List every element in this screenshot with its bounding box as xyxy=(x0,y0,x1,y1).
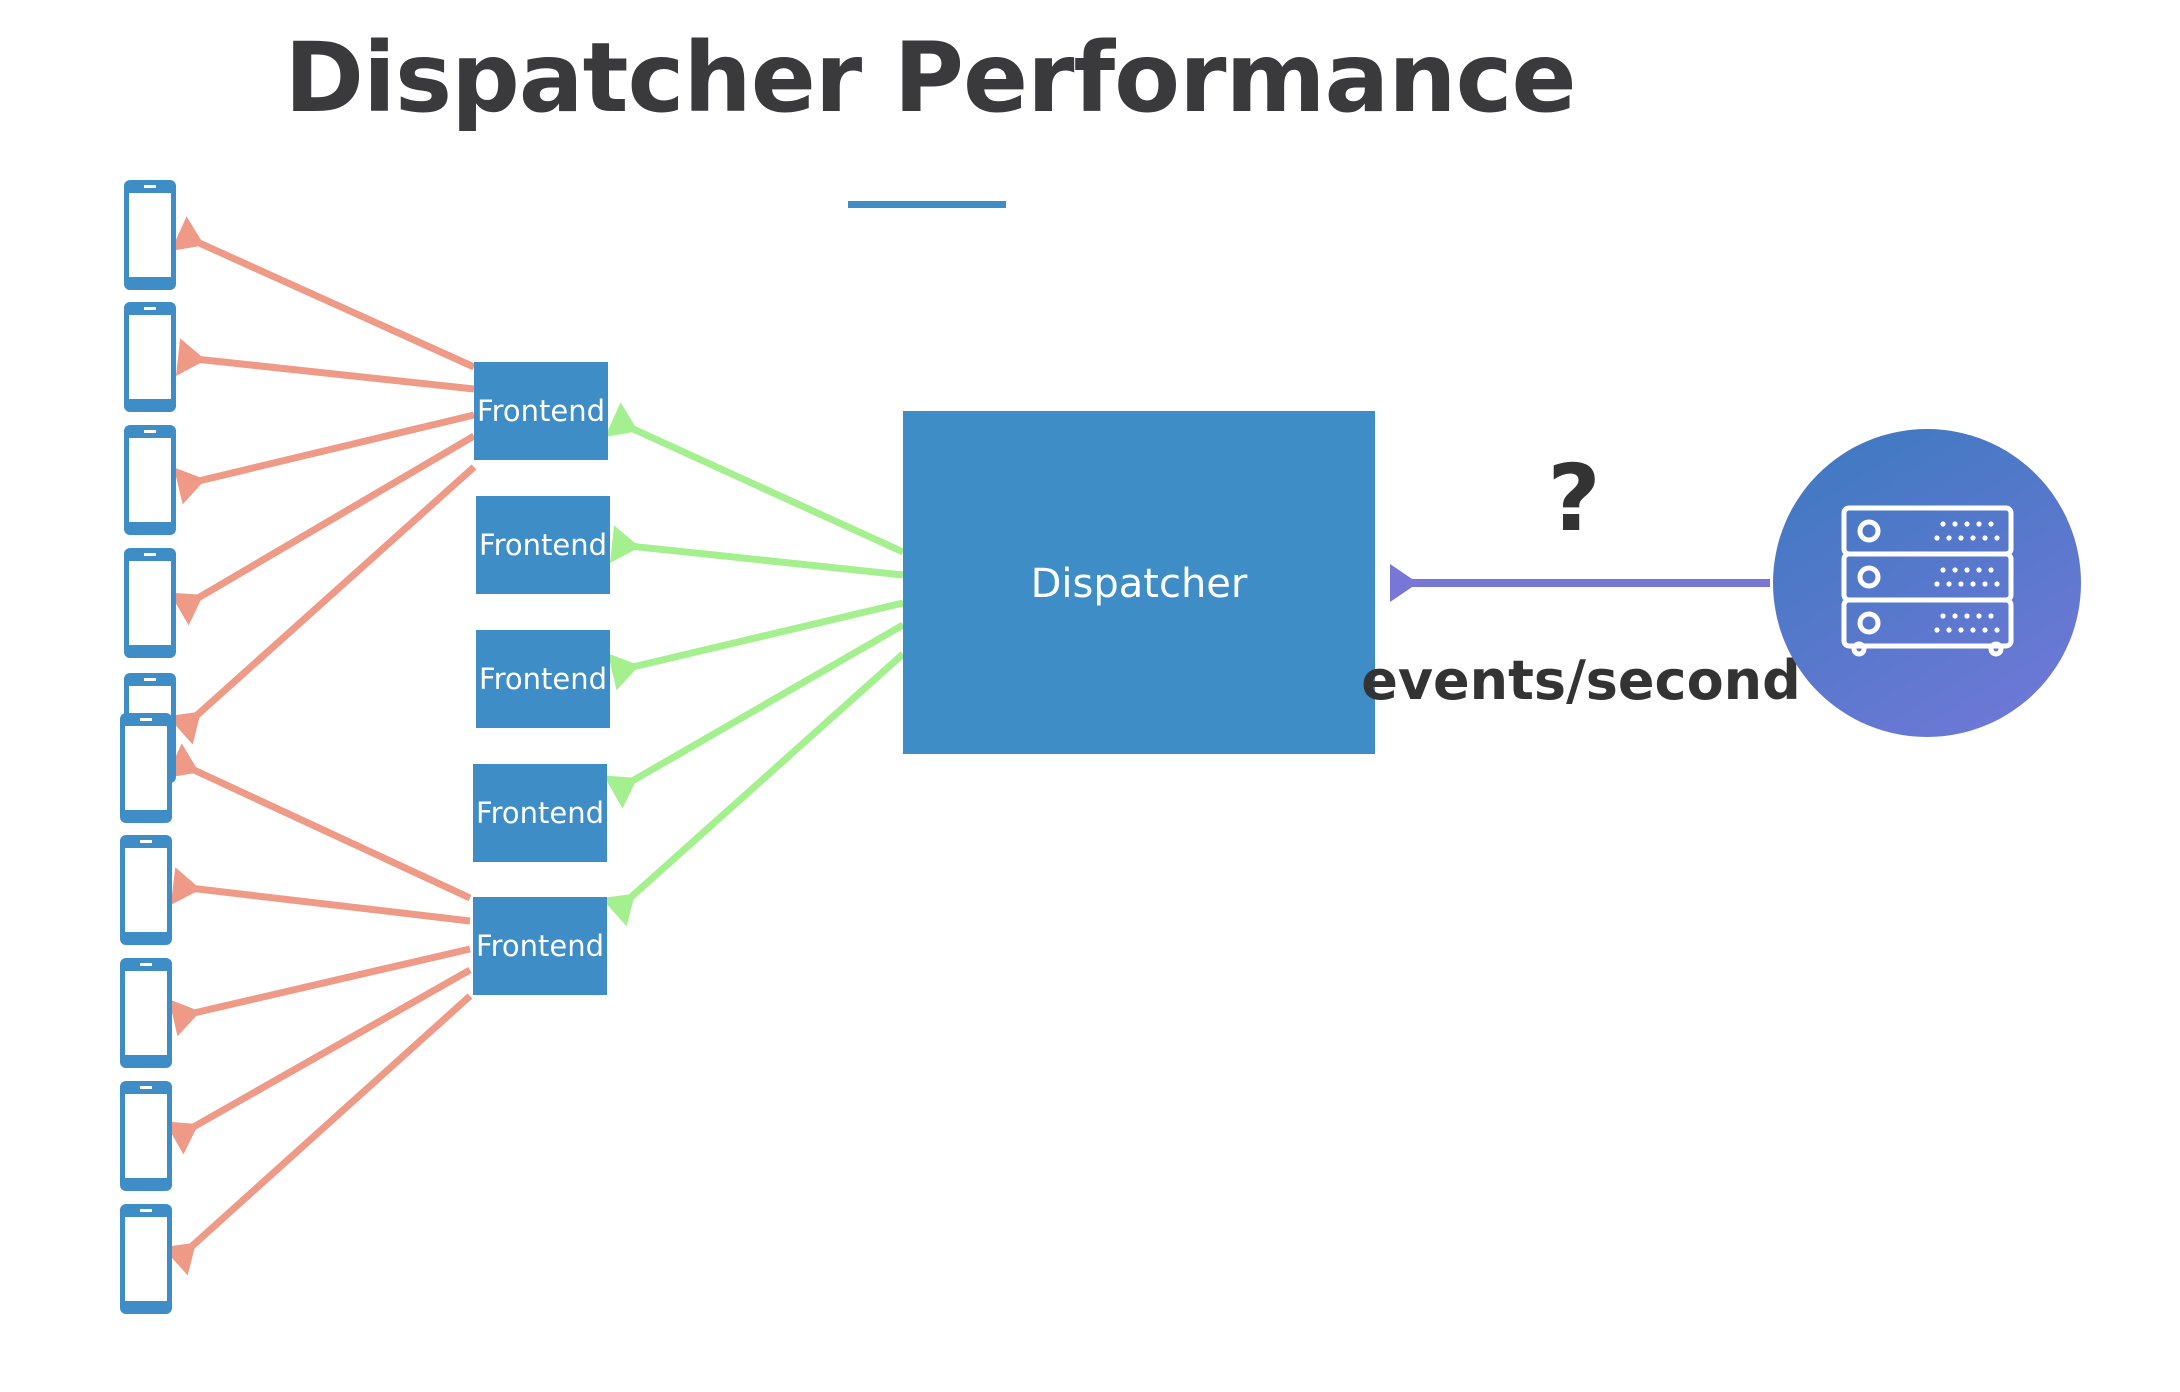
phone-icon xyxy=(120,835,172,945)
frontend-column: Frontend Frontend Frontend Frontend Fron… xyxy=(473,362,610,995)
dispatch-arrow xyxy=(603,621,905,809)
frontend-label: Frontend xyxy=(476,796,604,830)
frontend-label: Frontend xyxy=(479,528,607,562)
dispatcher-label: Dispatcher xyxy=(1031,561,1248,607)
delivery-arrow xyxy=(176,338,475,393)
question-mark: ? xyxy=(1547,445,1600,552)
phone-icon xyxy=(124,425,176,535)
phone-icon xyxy=(124,548,176,658)
event-source xyxy=(1773,429,2081,737)
frontend-label: Frontend xyxy=(476,929,604,963)
delivery-arrow xyxy=(170,216,476,371)
dispatcher-to-frontend-arrows xyxy=(601,402,906,927)
server-rack-icon xyxy=(1841,505,2014,657)
dispatch-arrow xyxy=(604,402,905,556)
delivery-arrow xyxy=(162,993,473,1276)
frontend-node: Frontend xyxy=(474,362,608,460)
frontend-node: Frontend xyxy=(476,496,610,594)
phone-icon xyxy=(120,1081,172,1191)
frontend-to-device-arrows xyxy=(162,216,477,1276)
frontend-node: Frontend xyxy=(473,764,607,862)
event-source-circle xyxy=(1773,429,2081,737)
frontend-label: Frontend xyxy=(477,394,605,428)
phone-icon xyxy=(120,958,172,1068)
frontend-node: Frontend xyxy=(473,897,607,995)
frontend-node: Frontend xyxy=(476,630,610,728)
dispatcher-node: Dispatcher xyxy=(903,411,1375,754)
delivery-arrow xyxy=(165,743,472,902)
page-title: Dispatcher Performance xyxy=(284,22,1576,134)
phone-icon xyxy=(120,1204,172,1314)
title-underline xyxy=(848,201,1006,208)
delivery-arrow xyxy=(173,411,475,505)
device-column xyxy=(120,180,176,1314)
delivery-arrow xyxy=(168,945,471,1037)
dispatch-arrow xyxy=(601,651,906,927)
delivery-arrow xyxy=(170,867,471,925)
phone-icon xyxy=(120,713,172,823)
phone-icon xyxy=(124,180,176,290)
delivery-arrow xyxy=(167,464,477,745)
dispatch-arrow xyxy=(607,599,904,691)
frontend-label: Frontend xyxy=(479,662,607,696)
delivery-arrow xyxy=(164,966,472,1155)
phone-icon xyxy=(124,302,176,412)
events-per-second-label: events/second xyxy=(1361,649,1801,712)
delivery-arrow xyxy=(169,432,476,626)
dispatch-arrow xyxy=(610,525,904,579)
